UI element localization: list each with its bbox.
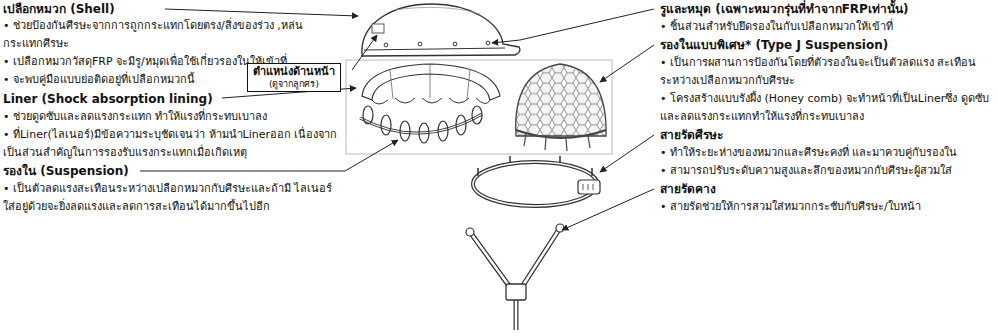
description-text: • ทำให้ระยะห่างของหมวกและศีรษะคงที่ และม… [660, 144, 994, 162]
description-text: • ช่วยดูดซับและลดแรงกระแทก ทำให้แรงที่กร… [3, 108, 338, 126]
leader-line [352, 35, 377, 70]
type-j-suspension [516, 64, 606, 136]
suspension-cradle [438, 121, 448, 141]
box-heading: ตำแหน่งด้านหน้า [253, 65, 335, 79]
suspension-cradle [400, 121, 410, 141]
description-text: • สายรัดช่วยให้การสวมใส่หมวกกระชับกับศีร… [660, 198, 994, 216]
headband [578, 180, 600, 194]
liner [362, 64, 500, 100]
image-frame [346, 60, 612, 154]
helmet-shell [372, 24, 384, 33]
front-position-box: ตำแหน่งด้านหน้า(ดูจากลูกศร) [247, 63, 341, 92]
suspension-cradle [381, 115, 391, 135]
description-text: • สามารถปรับระดับความสูงและลึกของหมวกกับ… [660, 162, 994, 180]
helmet-shell [418, 42, 422, 46]
leader-line [600, 135, 654, 172]
chin-strap [470, 228, 560, 330]
part-title: สายรัดศีรษะ [660, 126, 994, 144]
part-title: Liner (Shock absorption lining) [3, 90, 338, 108]
leader-line [600, 45, 654, 82]
headband [473, 156, 600, 206]
suspension-cradle [472, 106, 482, 124]
helmet-shell [395, 7, 480, 14]
description-text: • ชิ้นส่วนสำหรับยึดรองในกับเปลือกหมวกให้… [660, 18, 994, 36]
part-title: รองใน (Suspension) [3, 162, 338, 180]
description-text: • ที่Liner(ไลเนอร์)มีข้อความระบุชัดเจนว่… [3, 126, 338, 162]
suspension-cradle [419, 123, 429, 143]
description-text: • ช่วยป้องกันศีรษะจากการถูกกระแทกโดยตรง/… [3, 17, 338, 53]
part-title: สายรัดคาง [660, 180, 994, 198]
part-title: เปลือกหมวก (Shell) [3, 0, 338, 18]
part-title: รองในแบบพิเศษ* (Type J Suspension) [660, 36, 994, 54]
leader-line [562, 189, 654, 230]
description-text: • เป็นการผสานการป้องกันโดยที่ตัวรองในจะเ… [660, 54, 994, 90]
chin-strap [470, 228, 560, 330]
liner [362, 64, 500, 104]
liner [390, 64, 470, 99]
box-note: (ดูจากลูกศร) [253, 79, 335, 90]
suspension-cradle [360, 106, 482, 143]
liner [372, 98, 490, 104]
chin-strap [506, 284, 526, 300]
description-text: • จะพบคู่มือแบบย่อติดอยู่ที่เปลือกหมวกนี… [3, 71, 242, 89]
helmet-shell [384, 43, 388, 47]
leader-line [492, 9, 654, 43]
headband [583, 184, 593, 190]
leader-line [165, 9, 358, 16]
type-j-suspension [524, 134, 590, 151]
description-text: • เป็นตัวลดแรงสะเทือนระหว่างเปลือกหมวกกั… [3, 180, 338, 216]
part-title: รูและหมุด (เฉพาะหมวกรุ่นที่ทำจากFRPเท่าน… [660, 0, 994, 18]
type-j-suspension [516, 130, 606, 138]
suspension-cradle [363, 106, 373, 124]
chin-strap [556, 224, 564, 232]
suspension-cradle [456, 115, 466, 135]
headband [478, 156, 592, 176]
helmet-shell [486, 41, 490, 45]
helmet-shell [364, 48, 505, 50]
chin-strap [466, 224, 564, 330]
type-j-suspension [516, 64, 606, 151]
chin-strap [466, 228, 474, 236]
helmet-shell [362, 4, 520, 56]
description-text: • โครงสร้างแบบรังผึ้ง (Honey comb) จะทำห… [660, 90, 994, 126]
helmet-shell [453, 42, 457, 46]
helmet-shell [362, 4, 520, 56]
